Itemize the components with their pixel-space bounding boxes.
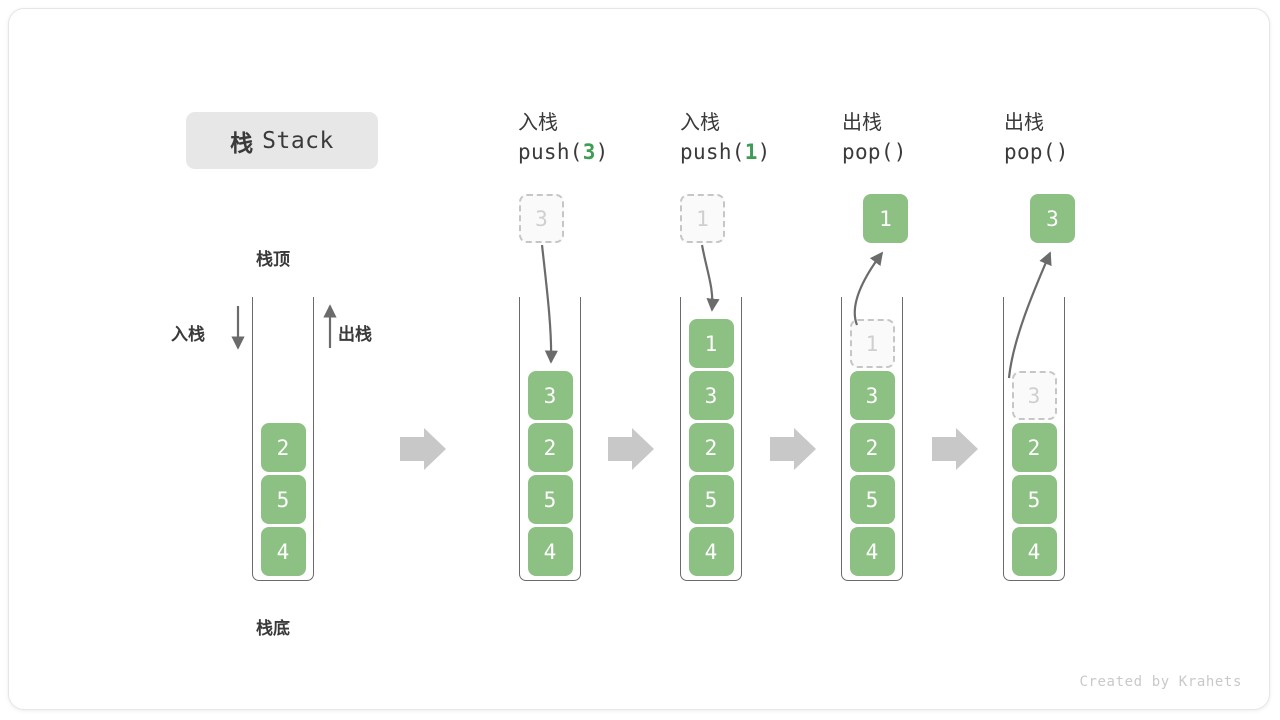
stack-cell: 3: [688, 371, 734, 420]
credit-label: Created by Krahets: [1079, 674, 1242, 690]
step-op-label: 出栈: [842, 110, 882, 134]
stack-cell: 4: [260, 527, 306, 576]
step-heading-push-3: 入栈 push(3): [518, 108, 609, 168]
stack-cell: 5: [527, 475, 573, 524]
stack-cells-pop-1: 1 3 2 5 4: [842, 319, 902, 576]
stack-cell: 1: [688, 319, 734, 368]
stack-cell: 5: [260, 475, 306, 524]
stack-cell: 5: [849, 475, 895, 524]
float-cell-push-3: 3: [519, 194, 564, 243]
stack-cell: 4: [1011, 527, 1057, 576]
stack-cells-push-3: 3 2 5 4: [520, 371, 580, 576]
stack-cell: 4: [527, 527, 573, 576]
stack-cell: 4: [688, 527, 734, 576]
step-code-arg: 3: [582, 140, 596, 164]
stack-container-pop-1: 1 3 2 5 4: [841, 297, 903, 581]
stack-cell-ghost: 1: [849, 319, 895, 368]
stack-container-initial: 2 5 4: [252, 297, 314, 581]
step-heading-pop-1: 出栈 pop(): [842, 108, 907, 168]
step-op-label: 入栈: [680, 110, 720, 134]
pop-direction-label: 出栈: [338, 325, 372, 345]
stack-cell: 2: [260, 423, 306, 472]
title-cn: 栈: [230, 130, 254, 157]
stack-bottom-label: 栈底: [256, 619, 290, 639]
stack-container-push-1: 1 3 2 5 4: [680, 297, 742, 581]
title-badge: 栈 Stack: [186, 112, 378, 169]
stack-cells-push-1: 1 3 2 5 4: [681, 319, 741, 576]
float-cell-push-1: 1: [680, 194, 725, 243]
stack-cell: 2: [688, 423, 734, 472]
title-en: Stack: [262, 127, 334, 154]
step-op-label: 出栈: [1004, 110, 1044, 134]
step-heading-push-1: 入栈 push(1): [680, 108, 771, 168]
stack-cell: 2: [849, 423, 895, 472]
stack-cells-pop-3: 3 2 5 4: [1004, 371, 1064, 576]
stack-cell: 3: [849, 371, 895, 420]
stack-cell: 3: [527, 371, 573, 420]
stack-top-label: 栈顶: [256, 250, 290, 270]
float-cell-pop-1: 1: [863, 194, 908, 243]
step-code-label: pop(): [1004, 140, 1069, 164]
step-code-label: push(1): [680, 140, 771, 164]
step-code-label: pop(): [842, 140, 907, 164]
stack-cell: 5: [688, 475, 734, 524]
step-code-label: push(3): [518, 140, 609, 164]
stack-cell: 4: [849, 527, 895, 576]
stack-container-pop-3: 3 2 5 4: [1003, 297, 1065, 581]
stack-cell: 5: [1011, 475, 1057, 524]
stack-cells-initial: 2 5 4: [253, 423, 313, 576]
step-op-label: 入栈: [518, 110, 558, 134]
float-cell-pop-3: 3: [1030, 194, 1075, 243]
push-direction-label: 入栈: [171, 325, 205, 345]
step-code-arg: 1: [744, 140, 758, 164]
stack-cell-ghost: 3: [1011, 371, 1057, 420]
stack-cell: 2: [527, 423, 573, 472]
stack-cell: 2: [1011, 423, 1057, 472]
step-heading-pop-3: 出栈 pop(): [1004, 108, 1069, 168]
stack-container-push-3: 3 2 5 4: [519, 297, 581, 581]
